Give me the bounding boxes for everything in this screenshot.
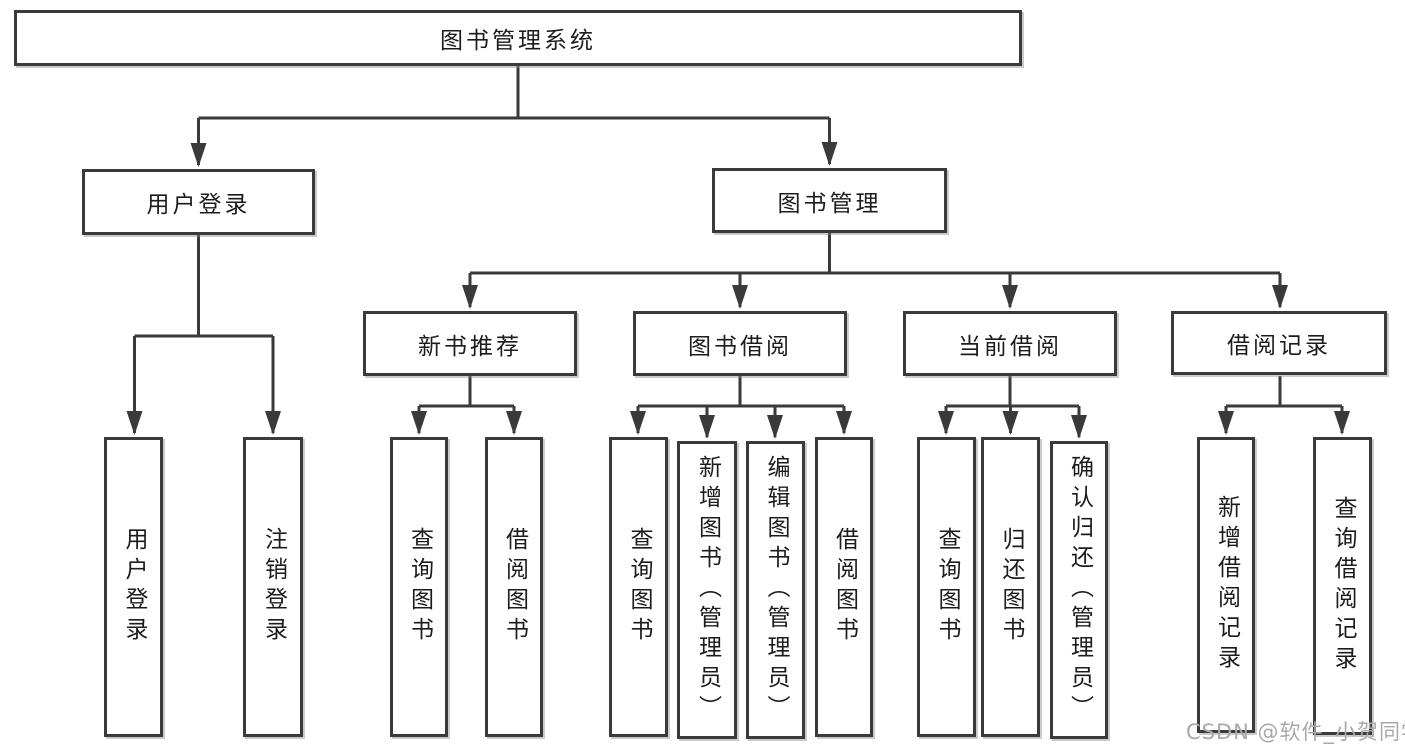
leaf-borrow-add: 新增图书（管理员） — [677, 441, 737, 739]
leaf-user-login: 用户登录 — [104, 437, 163, 737]
node-borrow-label: 图书借阅 — [688, 333, 792, 360]
leaf-borrow-borrow-label: 借阅图书 — [831, 527, 858, 647]
node-current-label: 当前借阅 — [958, 333, 1062, 360]
node-book-mgmt: 图书管理 — [712, 168, 947, 233]
csdn-watermark: CSDN @软件_小贺同学 — [1186, 720, 1405, 744]
leaf-newbook-query: 查询图书 — [390, 437, 448, 737]
node-user-login: 用户登录 — [82, 169, 315, 235]
leaf-newbook-borrow: 借阅图书 — [485, 437, 543, 737]
node-records: 借阅记录 — [1171, 311, 1387, 375]
leaf-records-query-label: 查询借阅记录 — [1330, 496, 1356, 676]
leaf-current-return-label: 归还图书 — [998, 527, 1024, 647]
node-root: 图书管理系统 — [14, 10, 1022, 66]
leaf-records-query: 查询借阅记录 — [1313, 437, 1372, 735]
node-user-login-label: 用户登录 — [146, 192, 251, 218]
node-records-label: 借阅记录 — [1227, 333, 1331, 359]
leaf-current-return: 归还图书 — [981, 437, 1040, 737]
node-borrow: 图书借阅 — [633, 311, 847, 376]
leaf-newbook-query-label: 查询图书 — [406, 527, 433, 647]
leaf-logout-label: 注销登录 — [260, 527, 287, 647]
leaf-borrow-add-label: 新增图书（管理员） — [694, 455, 721, 725]
leaf-current-confirm-label: 确认归还（管理员） — [1066, 455, 1093, 725]
leaf-records-add-label: 新增借阅记录 — [1213, 495, 1240, 675]
leaf-records-add: 新增借阅记录 — [1197, 437, 1255, 733]
node-book-mgmt-label: 图书管理 — [777, 190, 882, 217]
leaf-newbook-borrow-label: 借阅图书 — [501, 527, 528, 647]
leaf-borrow-edit: 编辑图书（管理员） — [746, 441, 805, 739]
node-current: 当前借阅 — [903, 311, 1117, 376]
leaf-logout: 注销登录 — [243, 437, 303, 737]
leaf-borrow-borrow: 借阅图书 — [815, 437, 873, 737]
leaf-user-login-label: 用户登录 — [121, 527, 147, 647]
leaf-borrow-query-label: 查询图书 — [626, 527, 652, 647]
node-root-label: 图书管理系统 — [440, 28, 596, 54]
leaf-current-query: 查询图书 — [917, 437, 976, 737]
leaf-borrow-query: 查询图书 — [609, 437, 668, 737]
leaf-current-confirm: 确认归还（管理员） — [1050, 441, 1108, 739]
leaf-current-query-label: 查询图书 — [934, 527, 960, 647]
node-new-book-label: 新书推荐 — [418, 333, 522, 360]
node-new-book: 新书推荐 — [363, 311, 577, 376]
leaf-borrow-edit-label: 编辑图书（管理员） — [763, 455, 789, 725]
